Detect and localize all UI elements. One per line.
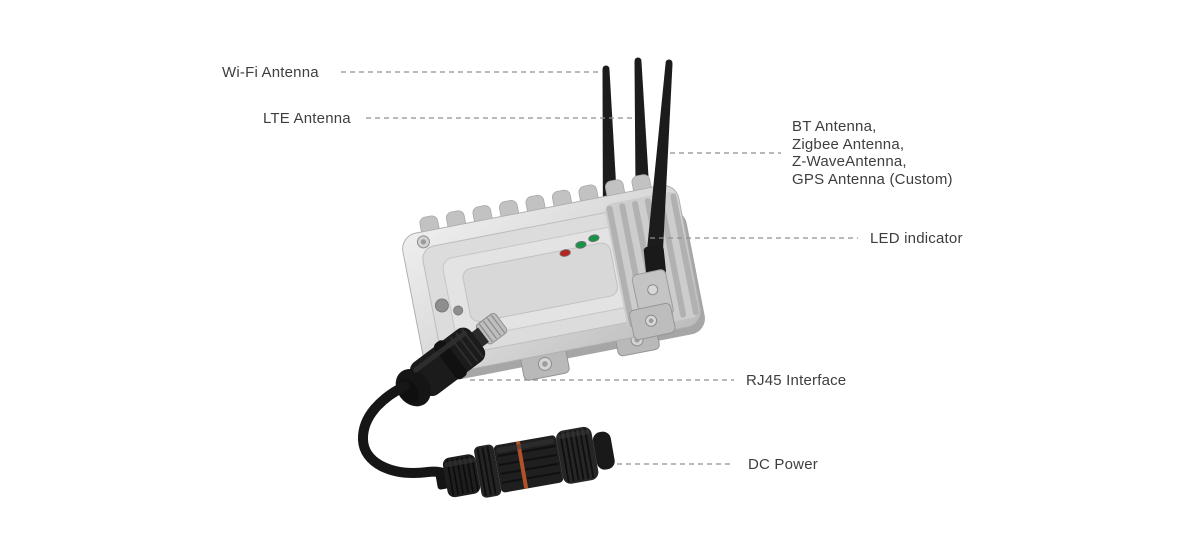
callout-label-lte: LTE Antenna [263, 110, 351, 127]
callout-label-rj45: RJ45 Interface [746, 372, 847, 389]
callout-label-dc: DC Power [748, 456, 818, 473]
led-green-2 [588, 234, 600, 243]
callout-lines [341, 71, 858, 465]
rj45-connector [395, 313, 508, 407]
enclosure [402, 174, 705, 383]
led-red [559, 249, 571, 257]
left-face-holes [434, 298, 464, 316]
multi-antenna-line-4: GPS Antenna (Custom) [792, 170, 953, 188]
callout-label-multi-antenna: BT Antenna, Zigbee Antenna, Z-WaveAntenn… [792, 118, 953, 188]
dc-power-connector [435, 426, 615, 498]
callout-label-wifi: Wi-Fi Antenna [222, 64, 319, 81]
led-green-1 [575, 241, 587, 249]
lid-screw [416, 235, 430, 249]
multi-antenna-line-2: Zigbee Antenna, [792, 135, 905, 153]
multi-protocol-antenna [647, 59, 673, 250]
dc-orange-stripe [515, 441, 529, 490]
pole-mount-bracket [629, 269, 676, 341]
callout-label-led: LED indicator [870, 230, 963, 247]
multi-antenna-line-1: BT Antenna, [792, 118, 877, 135]
lid-plateau [462, 242, 619, 323]
multi-antenna-line-3: Z-WaveAntenna, [792, 153, 907, 171]
